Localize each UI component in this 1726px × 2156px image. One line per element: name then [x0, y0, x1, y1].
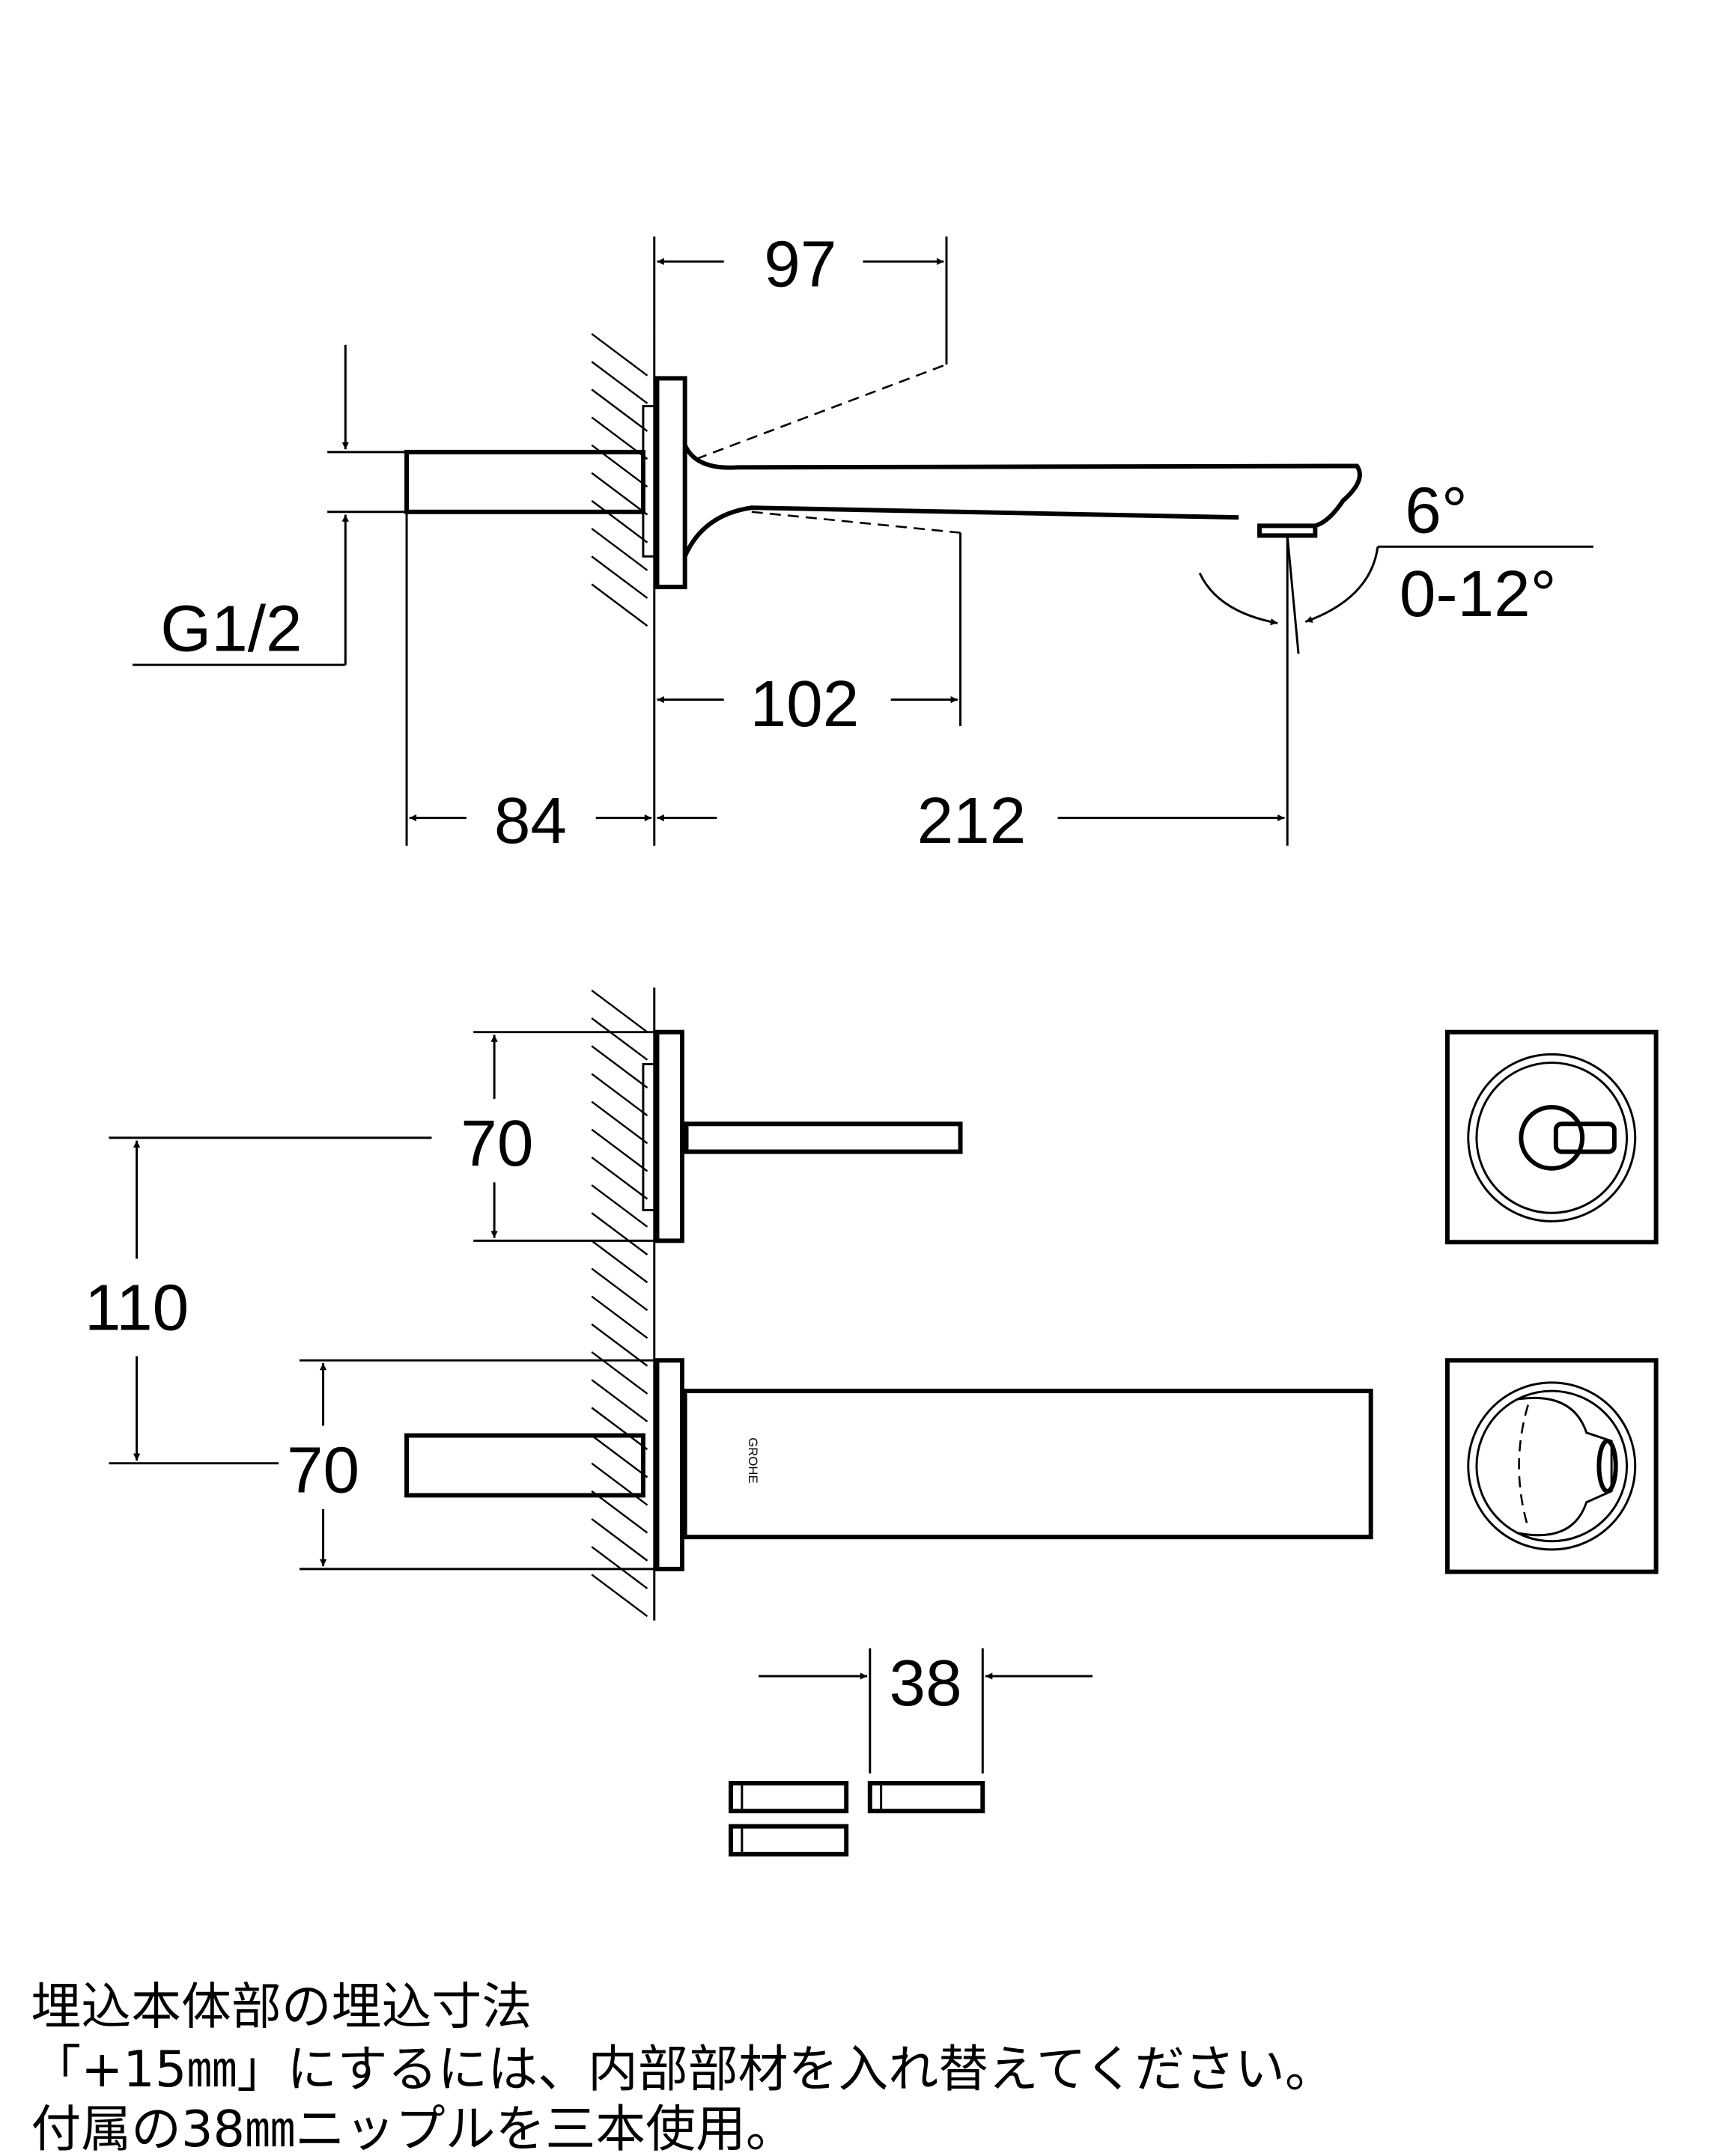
- hatch-line: [591, 1546, 648, 1589]
- hatch-line: [591, 1379, 648, 1422]
- spout: [682, 444, 1362, 558]
- hatch-line: [591, 583, 648, 627]
- hatch-line: [591, 1017, 648, 1061]
- spout-body: [682, 1389, 1373, 1540]
- note-line-2: 「+15㎜」にするには、内部部材を入れ替えてください。: [31, 2040, 1334, 2098]
- hatch-line: [591, 528, 648, 571]
- hatch-line: [591, 1073, 648, 1117]
- nipple: [867, 1781, 985, 1814]
- wall-flange: [654, 376, 687, 590]
- spout-plate-front: [1444, 1358, 1659, 1574]
- angle-0-12: 0-12°: [1400, 557, 1557, 630]
- dim-102: 102: [750, 667, 860, 740]
- nipple: [729, 1824, 849, 1857]
- pipe-stub: [404, 449, 645, 514]
- dim-110: 110: [85, 1270, 189, 1344]
- note-line-3: 付属の38㎜ニップルを三本使用。: [31, 2100, 795, 2156]
- hatch-line: [591, 1156, 648, 1200]
- angle-6: 6°: [1405, 474, 1467, 547]
- dim-84: 84: [494, 784, 567, 857]
- nipples: [729, 1781, 985, 1857]
- lever-handle: [684, 1121, 963, 1154]
- hatch-line: [591, 1100, 648, 1145]
- hatch-line: [591, 555, 648, 599]
- hatch-line: [591, 1407, 648, 1451]
- hatch-line: [591, 361, 648, 404]
- hatch-line: [591, 989, 648, 1033]
- hatch-line: [591, 389, 648, 432]
- hatch-line: [591, 1295, 648, 1339]
- dim-g1-2: G1/2: [160, 592, 302, 666]
- hatch-line: [591, 472, 648, 516]
- wall-hatching: [591, 332, 648, 627]
- dim-38: 38: [890, 1646, 962, 1720]
- hatch-line: [591, 1323, 648, 1367]
- hatch-line: [591, 332, 648, 377]
- hatch-line: [591, 1574, 648, 1618]
- side-view: 97 G1/2 102 84 212 6° 0-12°: [133, 228, 1593, 857]
- dim-212: 212: [917, 784, 1027, 857]
- front-view: GROHE 70 110 70: [85, 987, 1659, 1857]
- spout-hidden-line: [696, 363, 947, 460]
- dim-70-lower: 70: [287, 1434, 359, 1507]
- handle-plate-front: [1444, 1029, 1659, 1245]
- hatch-line: [591, 1212, 648, 1255]
- dim-97: 97: [764, 228, 836, 301]
- hatch-line: [591, 1267, 648, 1312]
- nipple: [729, 1781, 849, 1814]
- hatch-line: [591, 1351, 648, 1395]
- hatch-line: [591, 1434, 648, 1479]
- hatch-line: [591, 1184, 648, 1228]
- handle-plate: [654, 1029, 684, 1243]
- hatch-line: [591, 1240, 648, 1284]
- hatch-line: [591, 1045, 648, 1088]
- hatch-line: [591, 1490, 648, 1534]
- brand-logo: GROHE: [746, 1437, 760, 1483]
- note-line-1: 埋込本体部の埋込寸法: [31, 1977, 532, 2035]
- spout-plate: [654, 1358, 684, 1571]
- pipe-stub: [404, 1433, 645, 1498]
- hatch-line: [591, 499, 648, 543]
- mounting-plate: [642, 1062, 658, 1212]
- hatch-line: [591, 1518, 648, 1562]
- hatch-line: [591, 1128, 648, 1172]
- wall-hatching: [591, 989, 648, 1618]
- spout-hidden-line: [751, 511, 961, 534]
- hatch-line: [591, 1462, 648, 1506]
- dim-70-upper: 70: [461, 1106, 533, 1180]
